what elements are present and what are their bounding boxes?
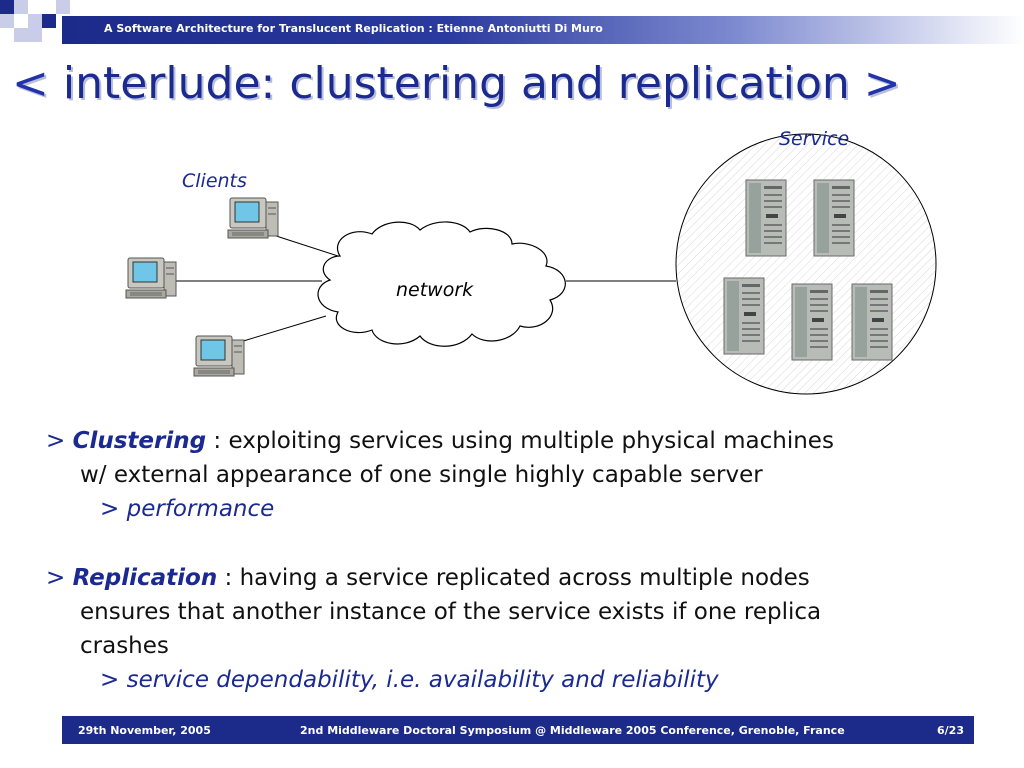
bullet-continuation: w/ external appearance of one single hig… <box>80 462 763 488</box>
link-client-top <box>269 233 339 257</box>
client-computer-icon-top <box>227 197 279 239</box>
title-close-bracket: > <box>863 58 901 109</box>
architecture-diagram <box>125 133 937 395</box>
sub-bullet: > performance <box>46 492 834 526</box>
server-icon-2 <box>813 179 855 257</box>
corner-squares-logo <box>0 0 70 42</box>
title-open-bracket: < <box>12 58 49 109</box>
slide-title: < interlude: clustering and replication … <box>12 62 901 106</box>
footer-date: 29th November, 2005 <box>78 724 211 737</box>
bullet-replication: > Replication : having a service replica… <box>46 561 821 697</box>
bullet-keyword: Replication <box>72 565 218 591</box>
title-text: interlude: clustering and replication <box>62 58 850 109</box>
sub-bullet: > service dependability, i.e. availabili… <box>46 663 821 697</box>
server-icon-4 <box>791 283 833 361</box>
sub-bullet-marker: > <box>100 667 120 693</box>
bullet-keyword: Clustering <box>72 428 207 454</box>
client-computer-icon-left <box>125 257 177 299</box>
link-client-bottom <box>239 315 327 343</box>
bullet-text: : having a service replicated across mul… <box>217 565 810 591</box>
clients-label: Clients <box>182 170 247 192</box>
server-icon-3 <box>723 277 765 355</box>
bullet-continuation: ensures that another instance of the ser… <box>80 599 822 625</box>
sub-bullet-text: service dependability, i.e. availability… <box>126 667 719 693</box>
bullet-marker: > <box>46 565 66 591</box>
sub-bullet-marker: > <box>100 496 120 522</box>
footer-bar: 29th November, 2005 2nd Middleware Docto… <box>62 716 974 744</box>
header-text: A Software Architecture for Translucent … <box>104 22 603 35</box>
sub-bullet-text: performance <box>126 496 275 522</box>
server-icon-1 <box>745 179 787 257</box>
header-bar <box>62 16 1024 44</box>
server-icon-5 <box>851 283 893 361</box>
bullet-continuation: crashes <box>80 633 169 659</box>
bullet-clustering: > Clustering : exploiting services using… <box>46 424 834 526</box>
footer-conference: 2nd Middleware Doctoral Symposium @ Midd… <box>300 724 845 737</box>
bullet-text: : exploiting services using multiple phy… <box>206 428 834 454</box>
network-cloud <box>317 221 566 347</box>
network-label: network <box>396 279 474 301</box>
client-computer-icon-bottom <box>193 335 245 377</box>
bullet-marker: > <box>46 428 66 454</box>
service-label: Service <box>779 128 850 150</box>
footer-page-number: 6/23 <box>937 724 964 737</box>
